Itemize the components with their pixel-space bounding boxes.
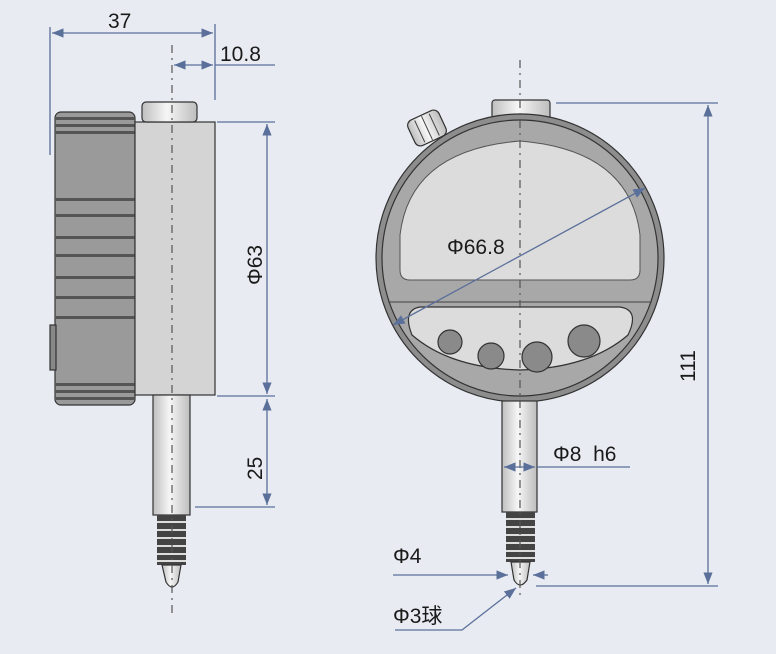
dim-bezel-diameter: Φ66.8	[447, 236, 505, 259]
top-cap	[141, 101, 198, 123]
stem	[152, 394, 191, 516]
button-3	[521, 341, 553, 373]
front-dimensions: Φ66.8 111 Φ8 h6 Φ4 Φ3球	[392, 102, 718, 631]
side-view	[49, 45, 216, 615]
stem-front	[501, 400, 538, 513]
button-4	[567, 324, 601, 358]
side-dimensions: 37 10.8 Φ63 25	[49, 10, 275, 508]
dim-stem-diameter: Φ8 h6	[553, 443, 616, 466]
battery-tab	[49, 324, 57, 371]
back-cover	[54, 111, 136, 406]
dim-tip-diameter: Φ4	[393, 545, 422, 568]
dim-width-total: 37	[108, 10, 131, 33]
dim-ball-diameter: Φ3球	[393, 605, 442, 628]
case-body	[134, 121, 216, 396]
front-view	[375, 60, 665, 600]
back-cover-ribs	[55, 117, 135, 400]
zero-knob	[407, 109, 447, 147]
dim-case-diameter: Φ63	[244, 245, 267, 285]
button-1	[437, 329, 463, 355]
contact-tip	[161, 564, 182, 588]
button-2	[477, 342, 505, 370]
dim-stroke: 25	[244, 457, 267, 480]
dim-offset: 10.8	[220, 43, 261, 66]
dim-height-total: 111	[677, 350, 700, 382]
